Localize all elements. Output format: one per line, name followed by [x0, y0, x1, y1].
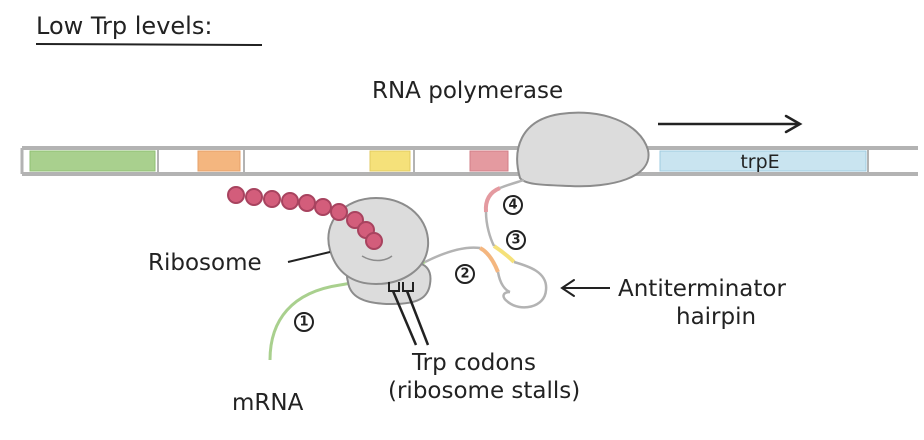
dna-region-1 [29, 150, 156, 172]
trp-codons-marker [388, 282, 430, 346]
dna-region-4 [469, 150, 509, 172]
antiterminator-label-line1: Antiterminator [618, 276, 786, 302]
mrna-region-2 [478, 246, 500, 273]
title-underline [35, 43, 263, 46]
dna-strand [20, 146, 918, 176]
region-marker-4: 4 [503, 195, 523, 215]
ribosome-pointer [287, 251, 331, 263]
dna-region-3 [369, 150, 411, 172]
rna-polymerase-label: RNA polymerase [372, 78, 563, 104]
region-marker-1: 1 [294, 312, 314, 332]
region-marker-2: 2 [455, 264, 475, 284]
rna-polymerase [516, 111, 650, 188]
ribosome-label: Ribosome [148, 250, 262, 276]
region-marker-3: 3 [506, 230, 526, 250]
region-number-4: 4 [508, 198, 517, 213]
mrna-region-3 [492, 244, 516, 264]
dna-region-2 [197, 150, 241, 172]
polypeptide-chain [227, 186, 383, 250]
mrna-label: mRNA [232, 390, 304, 416]
mrna-region-4 [483, 186, 501, 213]
antiterminator-arrow [560, 279, 610, 297]
trp-codons-label-line1: Trp codons [411, 350, 536, 376]
antiterminator-label-line2: hairpin [676, 304, 756, 330]
trp-codons-label-line2: (ribosome stalls) [388, 378, 580, 404]
gene-label: trpE [740, 151, 779, 173]
trpe-gene [659, 150, 867, 172]
direction-arrow [658, 114, 803, 134]
antiterminator-loop [502, 260, 548, 309]
diagram-title: Low Trp levels: [36, 12, 212, 40]
region-number-3: 3 [511, 233, 520, 248]
region-number-2: 2 [460, 267, 469, 282]
region-number-1: 1 [299, 315, 308, 330]
